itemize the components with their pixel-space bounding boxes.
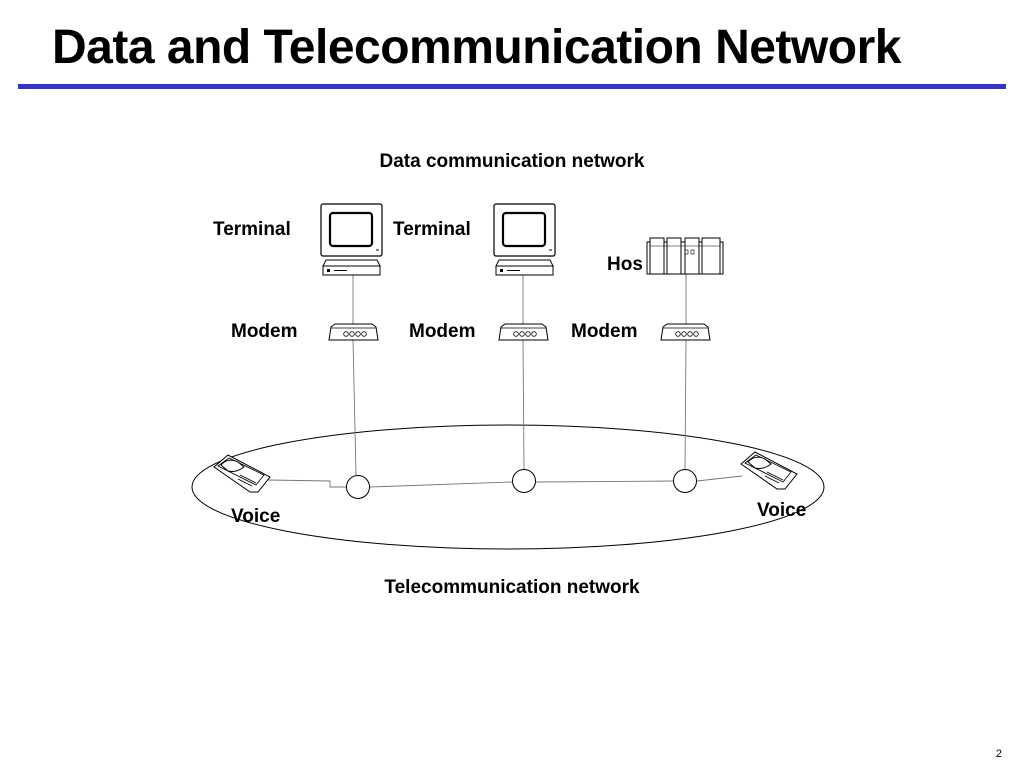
modem-icon [328,323,379,341]
telecom-network-ellipse [191,424,825,550]
terminal-computer-icon [320,203,383,276]
telephone-icon [740,451,798,490]
switch-node-circle [346,475,370,499]
title-underline [18,84,1006,89]
switch-node-circle [512,469,536,493]
host-label: Hos [607,254,643,275]
modem-right-label: Modem [571,321,638,342]
voice-right-label: Voice [757,500,806,521]
connection-lines [352,274,687,476]
telephone-icon [213,454,271,493]
modem-icon [498,323,549,341]
switch-node-circle [673,469,697,493]
modem-left-label: Modem [231,321,298,342]
telecom-link-line [267,479,346,488]
telecom-network-caption: Telecommunication network [384,577,640,598]
host-server-icon [646,237,724,275]
terminal-mid-label: Terminal [393,219,471,240]
terminal-computer-icon [493,203,556,276]
voice-left-label: Voice [231,506,280,527]
slide-title: Data and Telecommunication Network [52,21,901,74]
modem-mid-label: Modem [409,321,476,342]
page-number: 2 [995,748,1002,760]
modem-icon [660,323,711,341]
terminal-left-label: Terminal [213,219,291,240]
data-network-caption: Data communication network [380,151,645,172]
